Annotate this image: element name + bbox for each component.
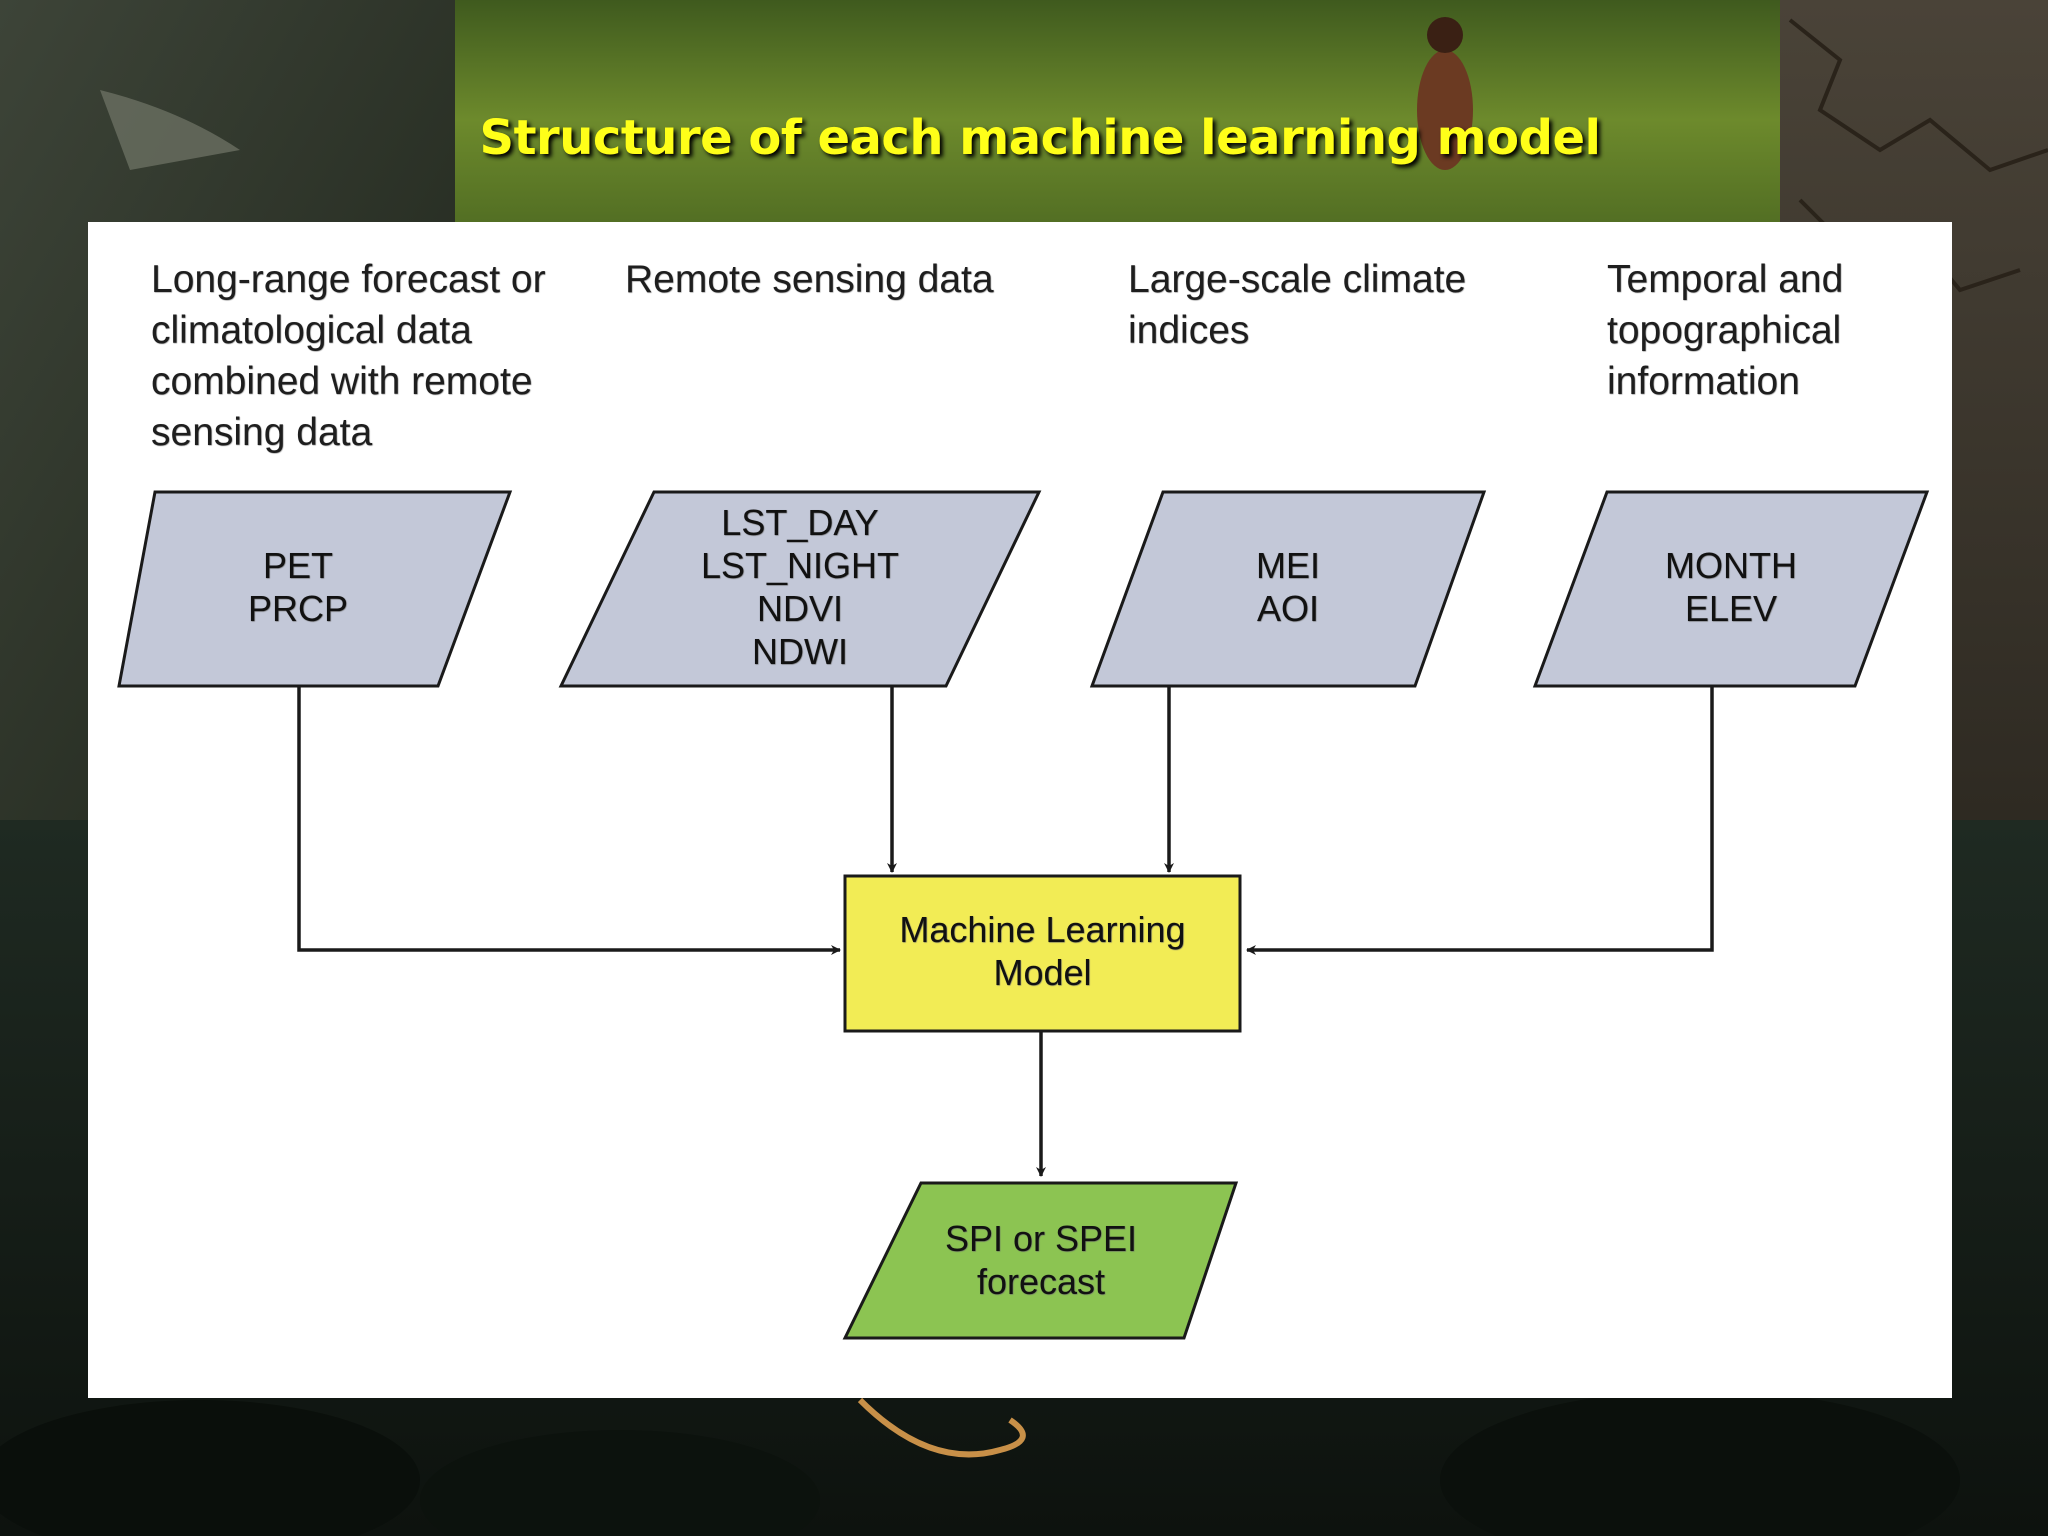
connector-forecast-to-model — [297, 687, 841, 955]
input-node-remote-sensing-label: LST_DAY LST_NIGHT NDVI NDWI — [700, 502, 900, 672]
output-node-label: SPI or SPEI forecast — [944, 1218, 1138, 1302]
input-node-forecast-label: PET PRCP — [247, 545, 349, 629]
input-node-forecast-shape — [117, 490, 513, 688]
input-node-temporal-shape — [1532, 490, 1930, 688]
model-node-shape — [843, 874, 1242, 1033]
flowchart — [117, 490, 1930, 1340]
column-header-temporal: Temporal and topographical information — [1607, 258, 1844, 403]
diagram-panel: Long-range forecast or climatological da… — [88, 222, 1952, 1398]
input-node-climate-indices-label: MEI AOI — [1255, 545, 1320, 629]
column-header-forecast: Long-range forecast or climatological da… — [151, 258, 546, 454]
input-node-temporal-label: MONTH ELEV — [1665, 545, 1797, 629]
output-node-shape — [842, 1181, 1239, 1340]
input-node-remote-sensing-shape — [558, 490, 1042, 688]
slide-title: Structure of each machine learning model — [479, 110, 1601, 166]
column-header-climate-indices: Large-scale climate indices — [1128, 258, 1467, 352]
column-header-remote-sensing: Remote sensing data — [625, 258, 994, 301]
connector-temporal-to-model — [1246, 687, 1714, 955]
input-node-climate-indices-shape — [1089, 490, 1487, 688]
model-node-label: Machine Learning Model — [899, 909, 1186, 993]
